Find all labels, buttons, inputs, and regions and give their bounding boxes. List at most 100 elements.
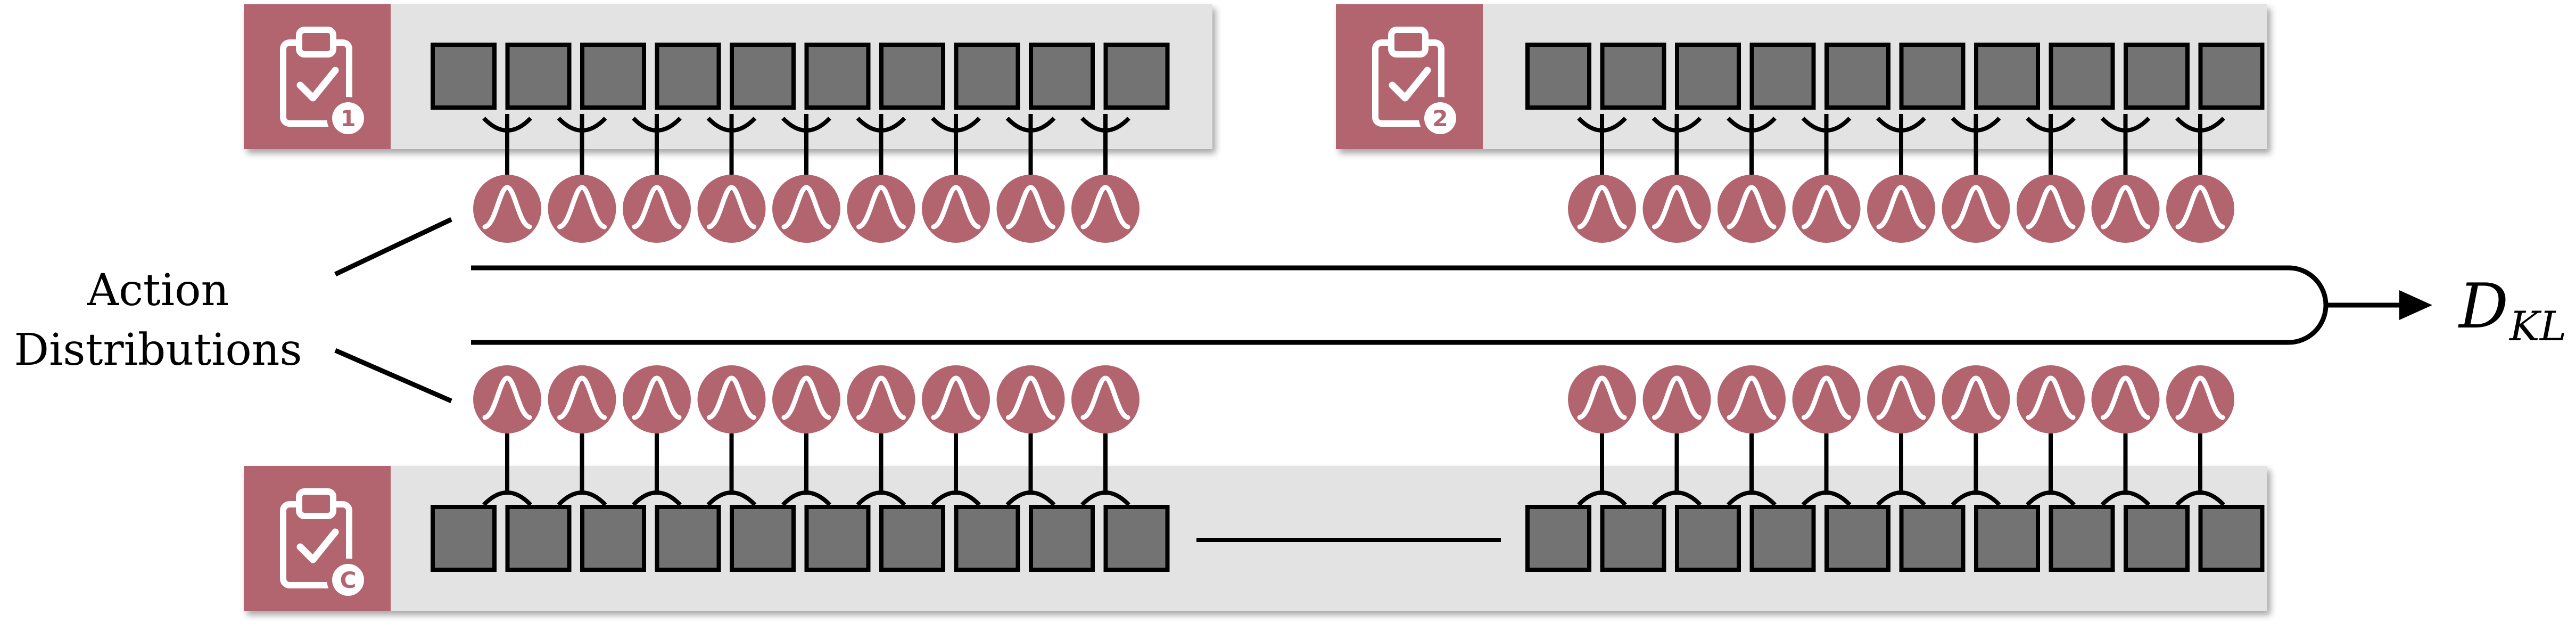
- gaussian-icon: [697, 365, 766, 433]
- clipboard-check-icon: C: [280, 488, 369, 601]
- gaussian-icon: [1718, 365, 1786, 433]
- label-pointer-top: [334, 217, 452, 277]
- connector: [706, 433, 757, 506]
- state-block: [655, 505, 721, 572]
- state-block: [1749, 505, 1816, 572]
- state-block: [804, 43, 871, 110]
- state-block: [879, 43, 945, 110]
- connector: [2100, 433, 2151, 506]
- gaussian-icon: [1867, 175, 1935, 243]
- task-panel-task-c: C: [244, 466, 2267, 611]
- connector: [1727, 433, 1777, 506]
- state-block: [1675, 43, 1741, 110]
- state-block: [1899, 43, 1966, 110]
- connector: [1727, 114, 1777, 175]
- gaussian-icon: [2091, 365, 2160, 433]
- gaussian-icon: [1718, 175, 1786, 243]
- state-block: [879, 505, 945, 572]
- state-block: [954, 505, 1020, 572]
- task-panel-task-1: 1: [244, 4, 1212, 149]
- gaussian-icon: [473, 365, 541, 433]
- connector: [856, 114, 906, 175]
- gaussian-icon: [1071, 365, 1140, 433]
- connector: [1951, 433, 2001, 506]
- gaussian-icon: [1792, 175, 1861, 243]
- gaussian-icon: [847, 365, 915, 433]
- label-line-distributions: Distributions: [14, 325, 302, 375]
- gaussian-icon: [1642, 175, 1711, 243]
- kl-divergence-label: DKL: [2458, 271, 2566, 350]
- clipboard-check-icon: 2: [1372, 27, 1462, 140]
- connector: [781, 433, 831, 506]
- connector: [632, 433, 682, 506]
- kl-symbol: D: [2458, 271, 2508, 342]
- state-block: [431, 43, 497, 110]
- gaussian-icon: [922, 365, 990, 433]
- gaussian-icon: [623, 365, 691, 433]
- connector: [1801, 114, 1852, 175]
- connector: [1876, 433, 1926, 506]
- state-block: [954, 43, 1020, 110]
- state-block: [431, 505, 497, 572]
- state-block: [1103, 505, 1170, 572]
- state-block: [1029, 43, 1095, 110]
- state-block: [580, 505, 646, 572]
- connector: [2100, 114, 2151, 175]
- state-block: [580, 43, 646, 110]
- state-block: [1974, 43, 2040, 110]
- connector: [2175, 114, 2225, 175]
- action-distributions: [473, 175, 2234, 433]
- connector: [1080, 114, 1130, 175]
- connector: [1876, 114, 1926, 175]
- connector: [1652, 433, 1702, 506]
- connector: [1801, 433, 1852, 506]
- task-badge-number: 2: [1432, 105, 1448, 132]
- connectors: [482, 114, 2225, 506]
- gaussian-icon: [2091, 175, 2160, 243]
- kl-arrow-head: [2399, 290, 2432, 320]
- connector: [1951, 114, 2001, 175]
- gaussian-icon: [2017, 175, 2085, 243]
- connector: [781, 114, 831, 175]
- task-badge-number: 1: [340, 105, 356, 132]
- connector: [1652, 114, 1702, 175]
- kl-merge-line: [471, 265, 2329, 345]
- connector: [2175, 433, 2225, 506]
- connector: [2026, 433, 2076, 506]
- gaussian-icon: [1568, 175, 1636, 243]
- connector: [706, 114, 757, 175]
- state-block: [1103, 43, 1170, 110]
- gaussian-icon: [1642, 365, 1711, 433]
- state-block: [1749, 43, 1816, 110]
- gaussian-icon: [2166, 365, 2234, 433]
- connector: [1005, 114, 1056, 175]
- state-block: [505, 43, 572, 110]
- gaussian-icon: [473, 175, 541, 243]
- label-line-action: Action: [87, 265, 229, 316]
- state-block: [1600, 43, 1666, 110]
- gaussian-icon: [1792, 365, 1861, 433]
- state-block: [1824, 43, 1890, 110]
- panel-icon-area: [244, 4, 391, 149]
- gaussian-icon: [772, 365, 840, 433]
- gaussian-icon: [548, 365, 616, 433]
- connector: [931, 433, 981, 506]
- gaussian-icon: [1071, 175, 1140, 243]
- state-block: [2198, 505, 2265, 572]
- state-block: [1899, 505, 1966, 572]
- gaussian-icon: [922, 175, 990, 243]
- panel-icon-area: [1336, 4, 1483, 149]
- connector: [1005, 433, 1056, 506]
- gaussian-icon: [996, 175, 1065, 243]
- gaussian-icon: [2166, 175, 2234, 243]
- state-block: [730, 43, 796, 110]
- state-block: [2124, 505, 2190, 572]
- connector: [482, 433, 532, 506]
- state-block: [505, 505, 572, 572]
- gaussian-icon: [996, 365, 1065, 433]
- state-block: [1600, 505, 1666, 572]
- state-block: [1525, 43, 1591, 110]
- connector: [1080, 433, 1130, 506]
- state-block: [2049, 43, 2115, 110]
